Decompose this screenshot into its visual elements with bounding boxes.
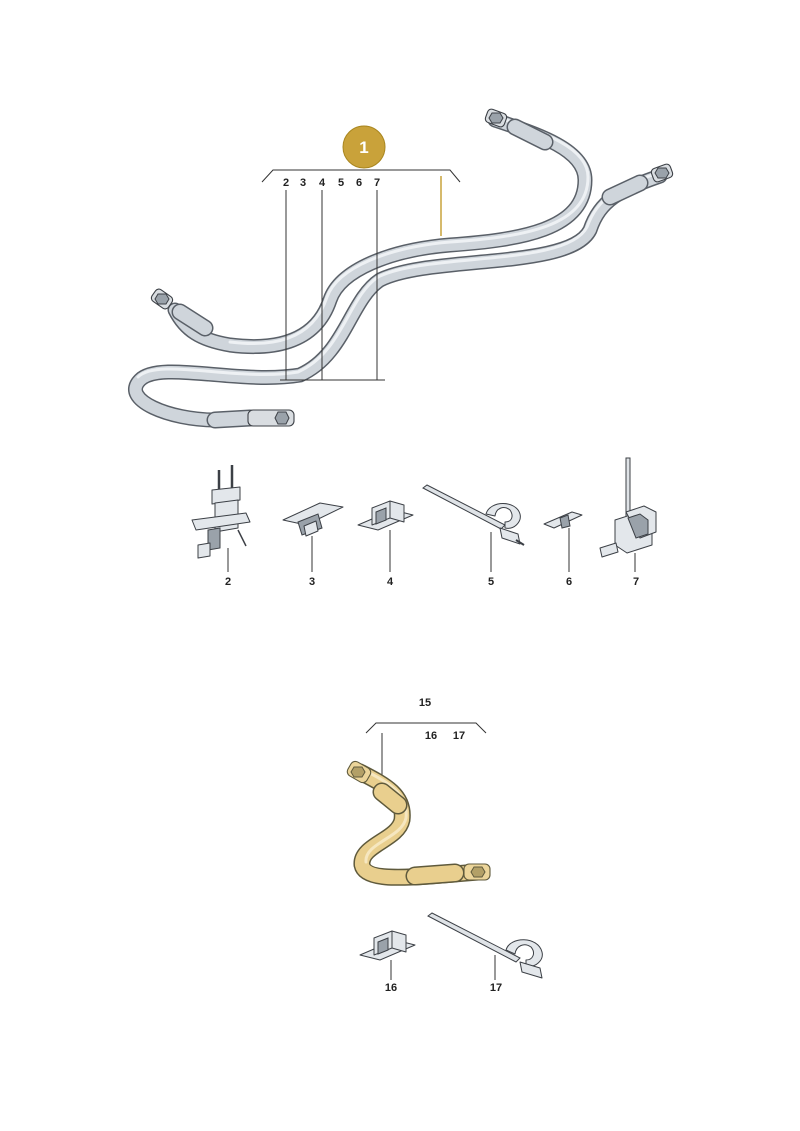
sub-label: 6 [356,177,362,189]
part-number: 16 [385,982,397,994]
sub-label: 4 [319,177,326,189]
ring-terminal [150,288,174,310]
part-cable-tie-17[interactable] [427,912,543,979]
part-number: 5 [488,576,494,588]
part-clip-16[interactable] [359,930,416,961]
sub-label-list: 2 3 4 5 6 7 [283,177,380,189]
sub-label: 16 [425,730,437,742]
part-number: 17 [490,982,502,994]
sub-label: 2 [283,177,289,189]
sub-label: 7 [374,177,380,189]
part-number: 6 [566,576,572,588]
cable-assembly-1[interactable] [128,108,674,429]
part-mount-7[interactable] [599,457,657,558]
part-clip-4[interactable] [357,500,414,531]
ring-terminal [650,163,674,183]
sub-label: 17 [453,730,465,742]
ring-terminal [484,108,508,128]
cable-assembly-15[interactable] [345,760,491,886]
part-number: 3 [309,576,315,588]
ring-terminal [346,760,372,784]
position-badge[interactable]: 1 [342,125,386,169]
part-clip-2[interactable] [191,465,251,559]
part-number: 4 [387,576,394,588]
ring-terminal [463,863,491,881]
part-clip-6[interactable] [543,511,583,529]
bracket [365,722,487,734]
bracket [261,169,461,183]
part-number: 7 [633,576,639,588]
part-number-list: 2 3 4 5 6 7 [225,576,639,588]
part-clip-3[interactable] [282,502,344,537]
ring-terminal [247,409,295,427]
part-number: 2 [225,576,231,588]
part-cable-tie-5[interactable] [422,484,525,546]
badge-label: 1 [359,138,368,157]
group-number: 15 [419,697,431,709]
leader-lines [280,176,442,381]
sub-label: 5 [338,177,344,189]
sub-label: 3 [300,177,306,189]
